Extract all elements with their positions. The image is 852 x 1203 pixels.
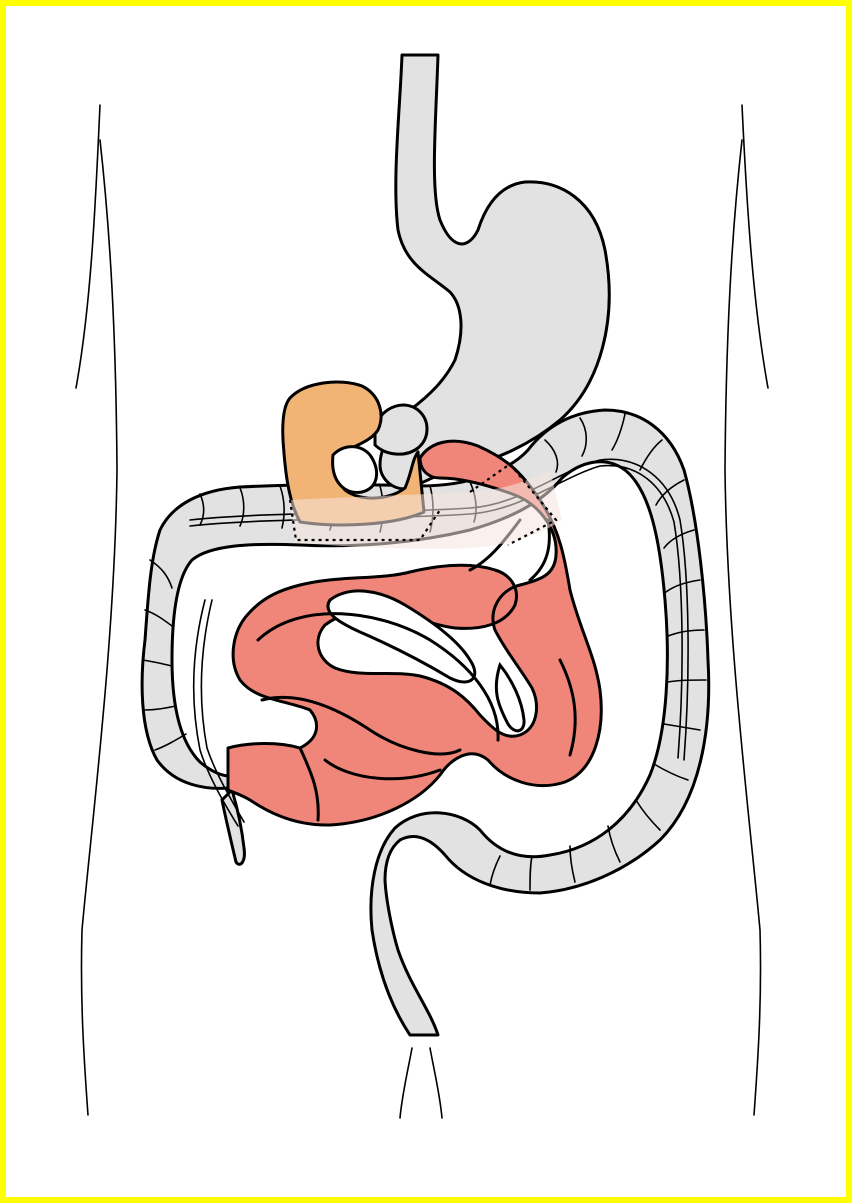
digestive-tract-diagram: [0, 0, 852, 1203]
